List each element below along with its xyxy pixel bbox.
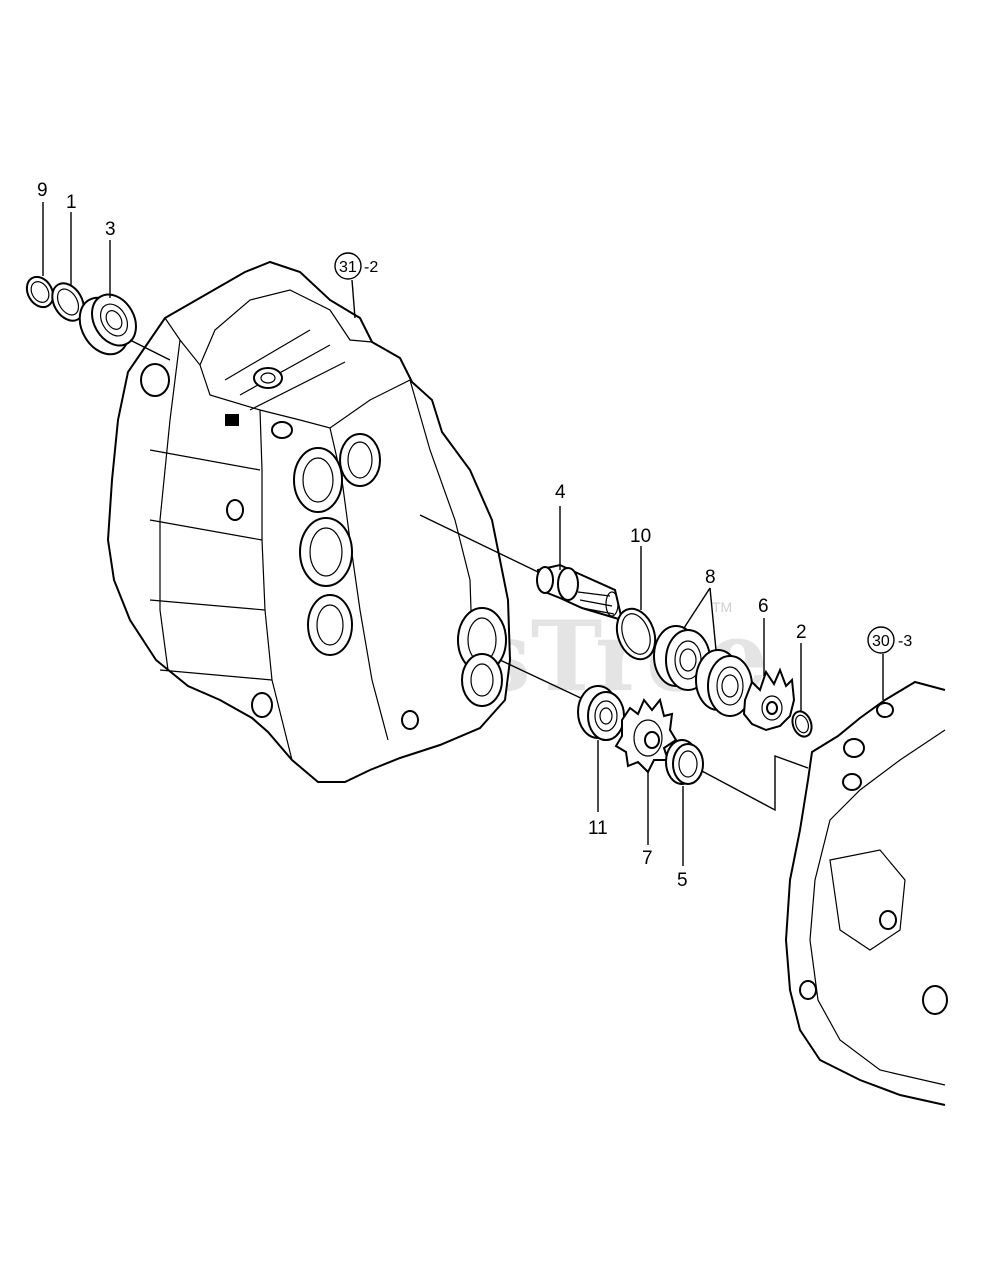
label-1: 1 [66,192,77,213]
part-8-bearing-a [653,625,711,691]
ref-31-2: 31 -2 [334,252,378,280]
label-3: 3 [105,219,116,240]
label-8: 8 [705,567,716,588]
part-2-snap-ring [791,710,813,738]
part-6-gear [742,667,796,732]
right-housing [784,654,948,1106]
ref-30-number: 30 [872,633,890,650]
part-10-snap-ring [615,607,657,661]
part-9-snap-ring [25,275,55,309]
part-7-gear [614,697,678,774]
ref-30-suffix: -3 [898,633,912,650]
label-4: 4 [555,482,566,503]
label-11: 11 [588,818,608,839]
part-4-shaft [536,563,624,622]
part-11-bearing [577,685,625,741]
part-1-seal [51,282,85,322]
ref-31-number: 31 [339,259,357,276]
label-9: 9 [37,180,48,201]
part-5-bearing [665,739,704,785]
part-8-bearing-b [695,649,753,717]
part-3-bearing [78,293,137,356]
ref-31-suffix: -2 [364,259,378,276]
watermark-tm: TM [712,599,732,615]
label-6: 6 [758,596,769,617]
label-2: 2 [796,622,807,643]
left-housing [106,260,512,783]
label-7: 7 [642,848,653,869]
ref-30-3: 30 -3 [867,626,912,654]
label-10: 10 [630,526,651,547]
label-5: 5 [677,870,688,891]
